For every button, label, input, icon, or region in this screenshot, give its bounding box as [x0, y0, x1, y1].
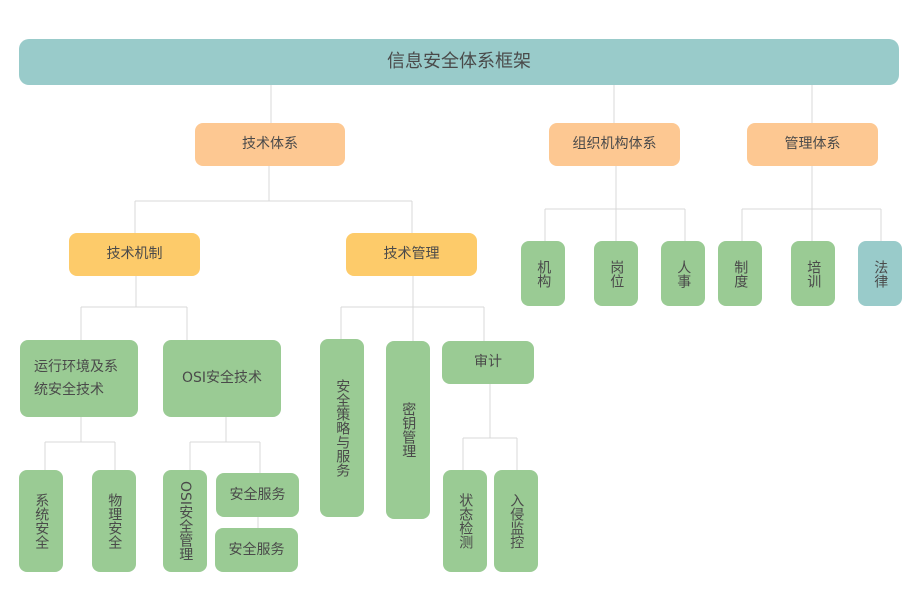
- org-child-node: 机构: [521, 241, 565, 306]
- security-service-node: 安全服务: [215, 528, 298, 572]
- root-node: 信息安全体系框架: [19, 39, 899, 85]
- policy-service-node: 安全策略与服务: [320, 339, 364, 517]
- tech-management-node: 技术管理: [346, 233, 477, 276]
- security-service-node: 安全服务: [216, 473, 299, 517]
- tech-system-node: 技术体系: [195, 123, 345, 166]
- intrusion-monitor-node: 入侵监控: [494, 470, 538, 572]
- osi-security-tech-node: OSI安全技术: [163, 340, 281, 417]
- mgmt-child-node: 制度: [718, 241, 762, 306]
- system-security-node: 系统安全: [19, 470, 63, 572]
- mgmt-system-node: 管理体系: [747, 123, 878, 166]
- audit-node: 审计: [442, 341, 534, 384]
- tech-mechanism-node: 技术机制: [69, 233, 200, 276]
- org-child-node: 人事: [661, 241, 705, 306]
- org-child-node: 岗位: [594, 241, 638, 306]
- physical-security-node: 物理安全: [92, 470, 136, 572]
- status-detection-node: 状态检测: [443, 470, 487, 572]
- osi-security-mgmt-node: OSI安全管理: [163, 470, 207, 572]
- runtime-security-node: 运行环境及系统安全技术: [20, 340, 138, 417]
- mgmt-child-node: 法律: [858, 241, 902, 306]
- org-system-node: 组织机构体系: [549, 123, 680, 166]
- key-management-node: 密钥管理: [386, 341, 430, 519]
- mgmt-child-node: 培训: [791, 241, 835, 306]
